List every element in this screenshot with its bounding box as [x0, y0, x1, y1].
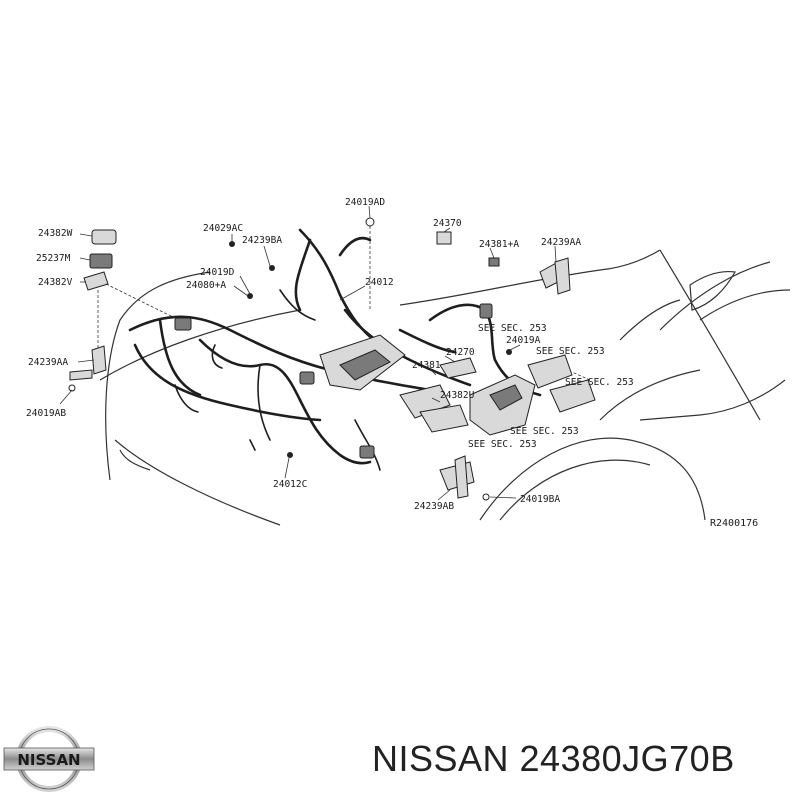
label-see-sec-253-a: SEE SEC. 253 [478, 323, 547, 334]
label-24239AB: 24239AB [414, 501, 454, 512]
nissan-logo-text: NISSAN [17, 751, 80, 769]
label-24381: 24381 [412, 360, 441, 371]
label-24382U: 24382U [440, 390, 475, 401]
label-24019A: 24019A [506, 335, 541, 346]
label-see-sec-253-d: SEE SEC. 253 [510, 426, 579, 437]
part-labels: 24382W 25237M 24382V 24239AA 24019AB 240… [26, 197, 758, 529]
label-24382W: 24382W [38, 228, 73, 239]
label-24019D: 24019D [200, 267, 235, 278]
engine-room-harness [128, 228, 542, 471]
label-24381A: 24381+A [479, 239, 519, 250]
part-number-caption: NISSAN 24380JG70B [372, 738, 735, 779]
label-24239BA: 24239BA [242, 235, 282, 246]
label-24270: 24270 [446, 347, 475, 358]
label-24012C: 24012C [273, 479, 307, 490]
leader-lines [59, 205, 591, 501]
label-24029AC: 24029AC [203, 223, 243, 234]
nissan-logo: NISSAN [3, 726, 95, 792]
label-see-sec-253-c: SEE SEC. 253 [565, 377, 634, 388]
label-25237M: 25237M [36, 253, 71, 264]
label-24012: 24012 [365, 277, 394, 288]
label-24080A: 24080+A [186, 280, 226, 291]
label-24019AD: 24019AD [345, 197, 385, 208]
vehicle-body-outline [99, 249, 791, 526]
label-see-sec-253-e: SEE SEC. 253 [468, 439, 537, 450]
diagram-reference-code: R2400176 [710, 518, 758, 529]
harness-components [68, 217, 596, 501]
label-24239AA-left: 24239AA [28, 357, 68, 368]
label-24239AA-right: 24239AA [541, 237, 581, 248]
label-24370: 24370 [433, 218, 462, 229]
label-24382V: 24382V [38, 277, 73, 288]
label-see-sec-253-b: SEE SEC. 253 [536, 346, 605, 357]
label-24019BA: 24019BA [520, 494, 560, 505]
label-24019AB: 24019AB [26, 408, 66, 419]
